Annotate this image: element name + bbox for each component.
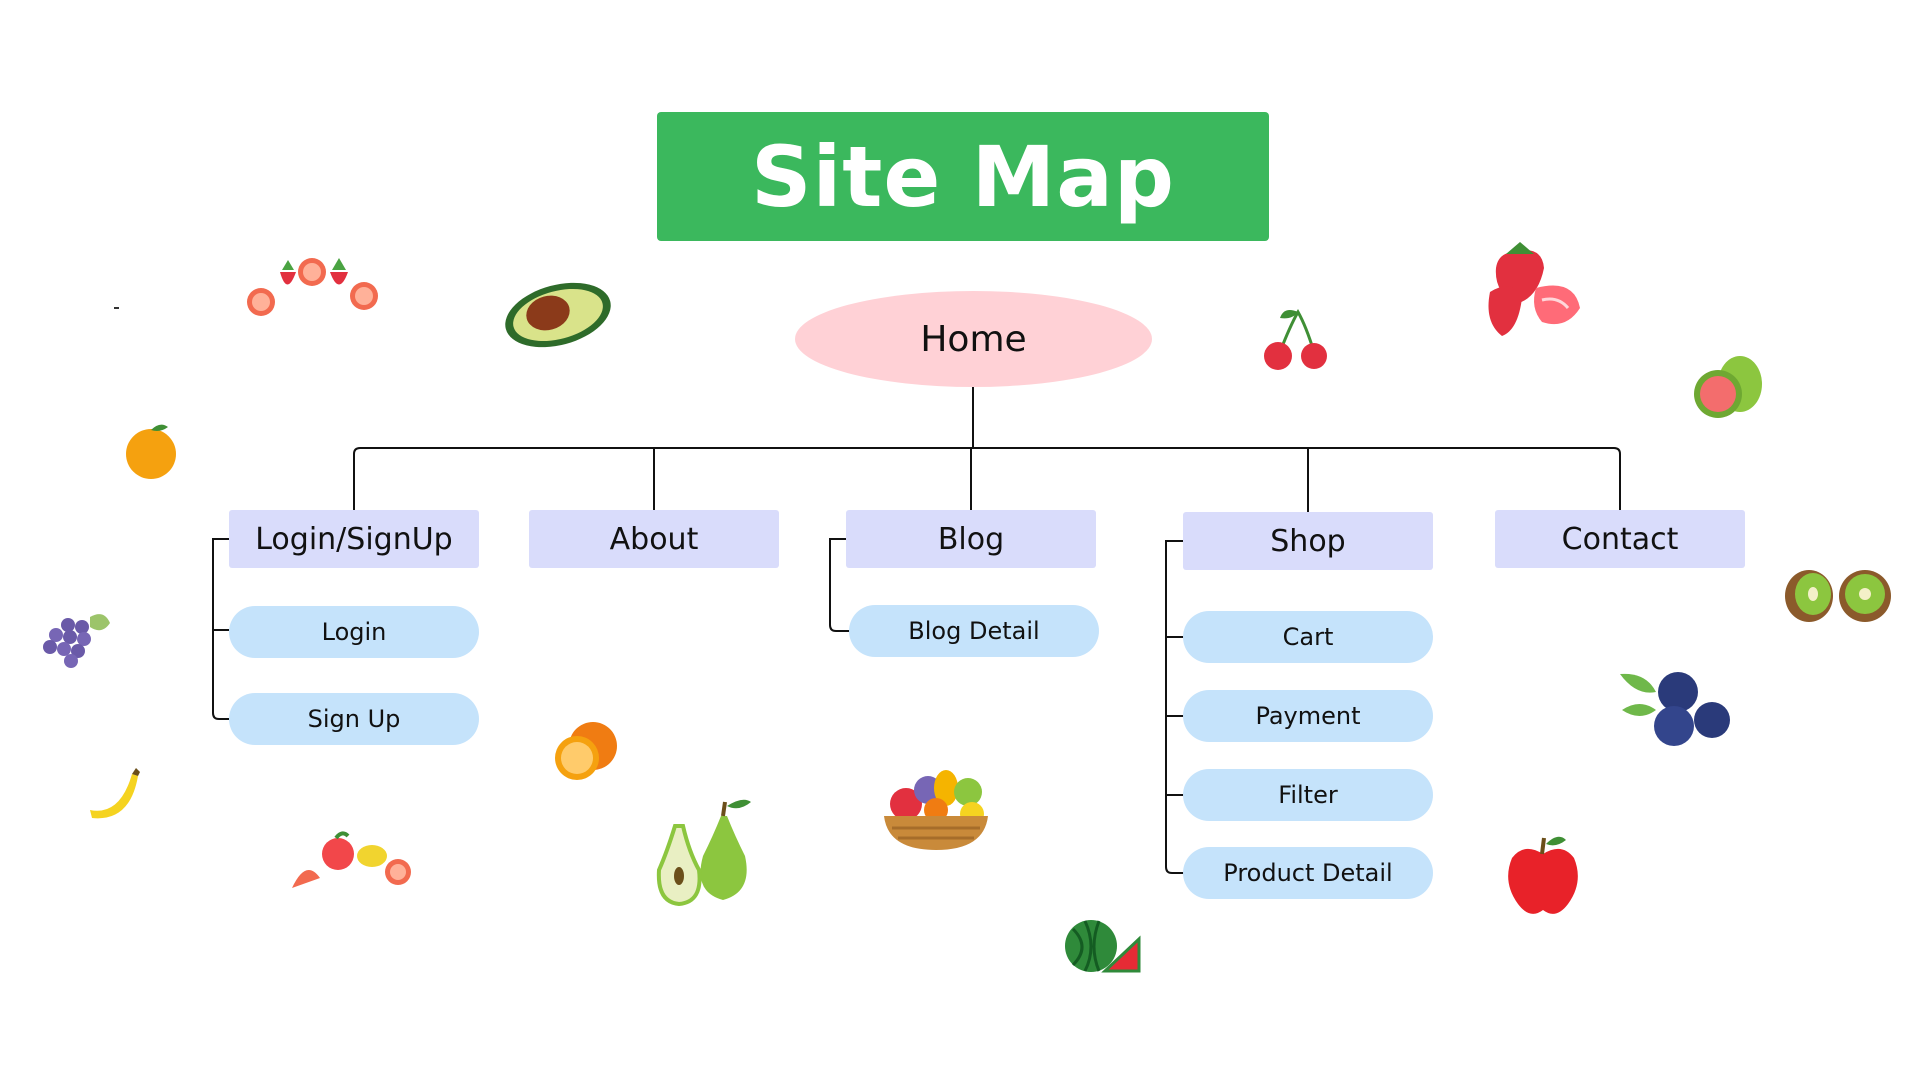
pear-icon (656, 799, 751, 907)
section-contact[interactable]: Contact (1495, 510, 1745, 568)
page-payment[interactable]: Payment (1183, 690, 1433, 742)
cherry-icon (1264, 308, 1327, 370)
page-filter[interactable]: Filter (1183, 769, 1433, 821)
page-title: Site Map (657, 112, 1269, 241)
avocado-icon (505, 282, 611, 348)
page-product-detail[interactable]: Product Detail (1183, 847, 1433, 899)
orange-half-icon (555, 722, 617, 780)
blueberry-icon (1620, 672, 1730, 746)
citrus-berry-cluster-icon (247, 258, 378, 316)
connector-shop-bracket (1165, 540, 1184, 874)
connector-login-bracket (212, 538, 229, 720)
banana-icon (90, 768, 140, 819)
apple-icon (1508, 836, 1578, 914)
watermelon-icon (1065, 920, 1141, 973)
orange-icon (126, 424, 176, 479)
strawberry-icon (1488, 242, 1580, 336)
page-blog-detail[interactable]: Blog Detail (849, 605, 1099, 657)
page-login[interactable]: Login (229, 606, 479, 658)
fruit-basket-icon (884, 770, 988, 850)
section-login-signup[interactable]: Login/SignUp (229, 510, 479, 568)
home-node[interactable]: Home (795, 291, 1152, 387)
mixed-fruits-icon (292, 831, 411, 888)
grapes-icon (43, 614, 110, 668)
section-blog[interactable]: Blog (846, 510, 1096, 568)
connector-bus (353, 447, 1621, 510)
section-shop[interactable]: Shop (1183, 512, 1433, 570)
kiwi-icon (1785, 570, 1891, 622)
speck-mark (114, 307, 119, 309)
page-cart[interactable]: Cart (1183, 611, 1433, 663)
guava-icon (1694, 356, 1762, 418)
section-about[interactable]: About (529, 510, 779, 568)
page-sign-up[interactable]: Sign Up (229, 693, 479, 745)
connector-blog-bracket (829, 538, 850, 632)
